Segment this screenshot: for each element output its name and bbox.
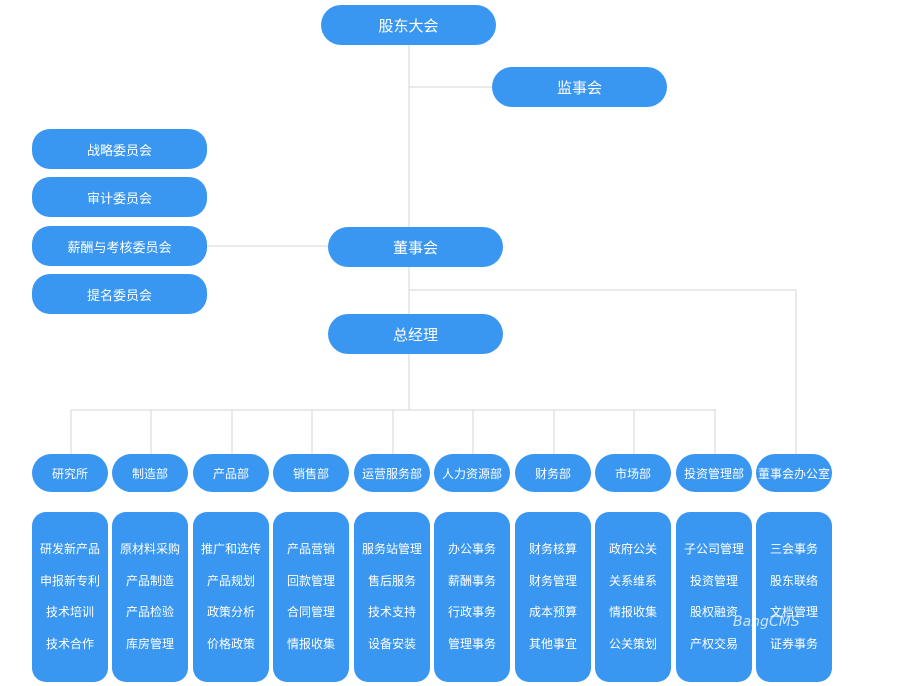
duty-item[interactable]: 申报新专利 [39, 573, 100, 588]
dept-hr-node[interactable]: 人力资源部 [434, 454, 510, 492]
duty-item[interactable]: 合同管理 [286, 605, 335, 619]
duty-item[interactable]: 证券事务 [769, 636, 818, 651]
duty-item[interactable]: 服务站管理 [361, 542, 422, 556]
committee-compensation-node[interactable]: 薪酬与考核委员会 [32, 226, 207, 266]
dept-finance-duties-card: 财务核算财务管理成本预算其他事宜 [515, 512, 591, 682]
duty-item[interactable]: 三会事务 [769, 542, 818, 556]
watermark-text: BangCMS [733, 614, 800, 630]
duty-item[interactable]: 产权交易 [689, 636, 738, 651]
duty-item[interactable]: 财务核算 [528, 542, 577, 556]
general-manager-node[interactable]: 总经理 [328, 314, 503, 354]
dept-investment-duties-card: 子公司管理投资管理股权融资产权交易 [676, 512, 752, 682]
duty-item[interactable]: 售后服务 [367, 573, 416, 588]
dept-manufacturing-node[interactable]: 制造部 [112, 454, 188, 492]
duty-item[interactable]: 研发新产品 [39, 542, 100, 556]
duty-item[interactable]: 设备安装 [367, 636, 416, 651]
duty-item[interactable]: 其他事宜 [528, 636, 577, 651]
dept-operations-node[interactable]: 运营服务部 [354, 454, 430, 492]
dept-sales-duties-card: 产品营销回款管理合同管理情报收集 [273, 512, 349, 682]
duty-item[interactable]: 情报收集 [608, 605, 657, 619]
committee-audit-node[interactable]: 审计委员会 [32, 177, 207, 217]
duty-item[interactable]: 管理事务 [447, 636, 496, 651]
duty-item[interactable]: 推广和选传 [200, 542, 261, 556]
dept-finance-node[interactable]: 财务部 [515, 454, 591, 492]
duty-item[interactable]: 技术培训 [45, 605, 94, 619]
dept-investment-node[interactable]: 投资管理部 [676, 454, 752, 492]
board-of-directors-node[interactable]: 董事会 [328, 227, 503, 267]
duty-item[interactable]: 文档管理 [769, 605, 818, 619]
dept-product-node[interactable]: 产品部 [193, 454, 269, 492]
dept-manufacturing-duties-card: 原材料采购产品制造产品检验库房管理 [112, 512, 188, 682]
dept-operations-duties-card: 服务站管理售后服务技术支持设备安装 [354, 512, 430, 682]
duty-item[interactable]: 政府公关 [608, 542, 657, 556]
duty-item[interactable]: 投资管理 [689, 573, 738, 588]
supervisory-board-node[interactable]: 监事会 [492, 67, 667, 107]
dept-board-office-duties-card: 三会事务股东联络文档管理证券事务 [756, 512, 832, 682]
dept-board-office-node[interactable]: 董事会办公室 [756, 454, 832, 492]
duty-item[interactable]: 子公司管理 [683, 542, 744, 556]
duty-item[interactable]: 技术支持 [367, 605, 416, 619]
duty-item[interactable]: 回款管理 [286, 573, 335, 588]
duty-item[interactable]: 成本预算 [528, 605, 577, 619]
duty-item[interactable]: 股权融资 [689, 605, 738, 619]
duty-item[interactable]: 关系维系 [608, 573, 657, 588]
duty-item[interactable]: 产品规划 [206, 573, 255, 588]
duty-item[interactable]: 行政事务 [447, 605, 496, 619]
dept-sales-node[interactable]: 销售部 [273, 454, 349, 492]
duty-item[interactable]: 技术合作 [45, 636, 94, 651]
duty-item[interactable]: 产品营销 [286, 542, 335, 556]
dept-research-duties-card: 研发新产品申报新专利技术培训技术合作 [32, 512, 108, 682]
dept-marketing-duties-card: 政府公关关系维系情报收集公关策划 [595, 512, 671, 682]
duty-item[interactable]: 库房管理 [125, 636, 174, 651]
duty-item[interactable]: 办公事务 [447, 542, 496, 556]
shareholders-meeting-node[interactable]: 股东大会 [321, 5, 496, 45]
committee-strategy-node[interactable]: 战略委员会 [32, 129, 207, 169]
duty-item[interactable]: 情报收集 [286, 636, 335, 651]
duty-item[interactable]: 财务管理 [528, 573, 577, 588]
dept-research-node[interactable]: 研究所 [32, 454, 108, 492]
duty-item[interactable]: 公关策划 [608, 636, 657, 651]
duty-item[interactable]: 产品检验 [125, 605, 174, 619]
committee-nomination-node[interactable]: 提名委员会 [32, 274, 207, 314]
duty-item[interactable]: 薪酬事务 [447, 573, 496, 588]
duty-item[interactable]: 股东联络 [769, 573, 818, 588]
duty-item[interactable]: 产品制造 [125, 573, 174, 588]
duty-item[interactable]: 原材料采购 [119, 542, 180, 556]
dept-product-duties-card: 推广和选传产品规划政策分析价格政策 [193, 512, 269, 682]
dept-hr-duties-card: 办公事务薪酬事务行政事务管理事务 [434, 512, 510, 682]
duty-item[interactable]: 政策分析 [206, 605, 255, 619]
dept-marketing-node[interactable]: 市场部 [595, 454, 671, 492]
duty-item[interactable]: 价格政策 [206, 636, 255, 651]
